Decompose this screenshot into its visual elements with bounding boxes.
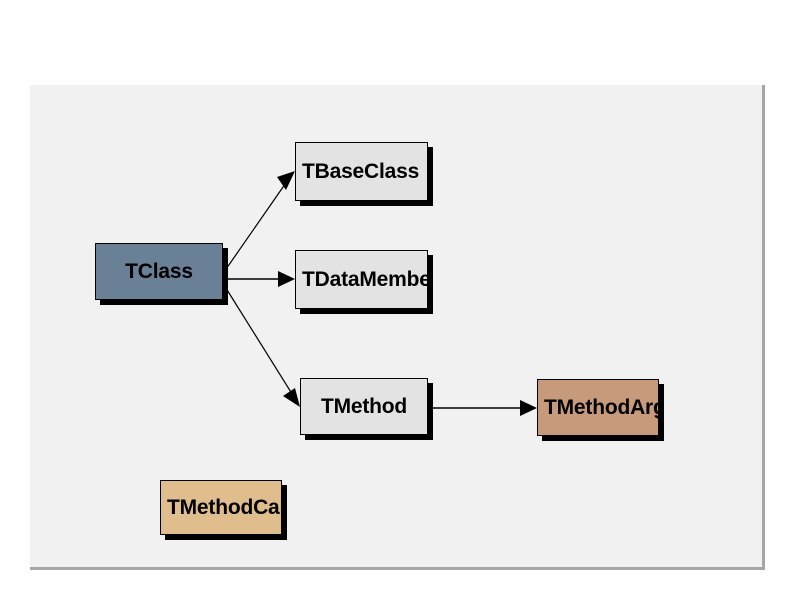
node-tmethod-label: TMethod [320,395,408,418]
diagram-canvas: TClass TBaseClass TDataMember TMethod TM… [30,85,765,570]
node-tmethodarg[interactable]: TMethodArg [537,379,659,436]
edge-tclass-tbaseclass [223,171,295,273]
node-tdatamember[interactable]: TDataMember [295,250,428,309]
edge-tmethod-tmethodarg [429,400,537,416]
node-tmethod[interactable]: TMethod [300,378,428,435]
edge-tclass-tmethod [223,284,300,407]
node-tclass-label: TClass [125,260,193,283]
edge-tclass-tdatamember [224,271,295,287]
node-tdatamember-label: TDataMember [302,268,428,291]
node-tbaseclass[interactable]: TBaseClass [295,142,428,201]
node-tbaseclass-label: TBaseClass [302,160,420,183]
node-tclass[interactable]: TClass [95,243,223,300]
node-tmethodarg-label: TMethodArg [544,396,659,419]
node-tmethodcall-label: TMethodCall [167,496,282,519]
node-tmethodcall[interactable]: TMethodCall [160,480,282,535]
